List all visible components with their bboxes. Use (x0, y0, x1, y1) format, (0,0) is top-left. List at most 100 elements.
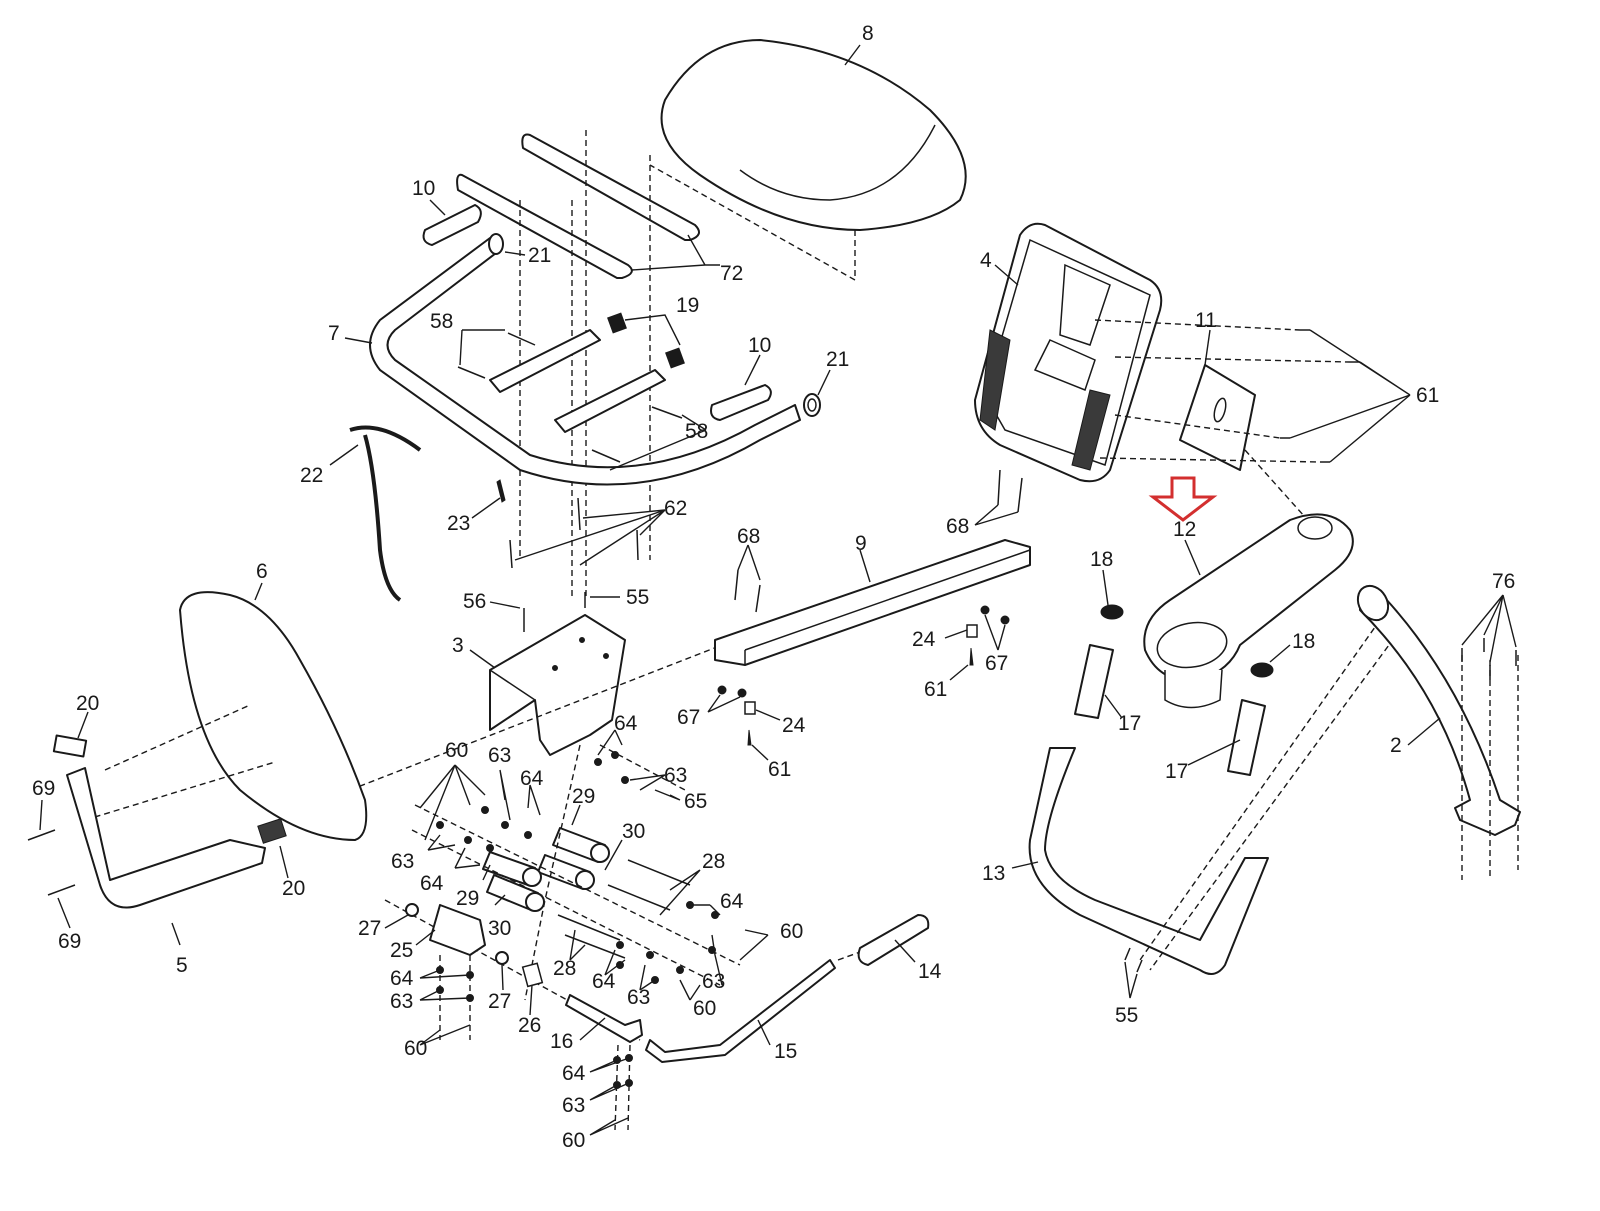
label-21a: 21 (528, 244, 551, 267)
label-5: 5 (176, 954, 188, 977)
label-68a: 68 (737, 525, 760, 548)
part-23-wire-tie (471, 479, 506, 519)
label-60a: 60 (445, 739, 468, 762)
label-18b: 18 (1292, 630, 1315, 653)
part-8-seat (649, 39, 967, 281)
label-24b: 24 (782, 714, 806, 737)
part-18-end-caps (1100, 569, 1291, 678)
part-29-30-rollers (482, 804, 623, 912)
part-55-bolts-lower (1124, 947, 1143, 999)
part-4-console (974, 222, 1163, 483)
part-58-bolts (457, 329, 707, 471)
label-13: 13 (982, 862, 1005, 885)
label-21b: 21 (826, 348, 849, 371)
part-69-bolts (27, 799, 76, 929)
label-18a: 18 (1090, 548, 1113, 571)
label-60c: 60 (693, 997, 716, 1020)
label-10a: 10 (412, 177, 435, 200)
part-14-adjustment-knob (857, 914, 930, 966)
part-7-seat-frame (344, 233, 801, 486)
part-17-grips (1074, 644, 1266, 776)
label-29b: 29 (456, 887, 479, 910)
label-63c: 63 (391, 850, 414, 873)
label-24a: 24 (912, 628, 936, 651)
part-68-bolts (734, 469, 1023, 613)
label-64a: 64 (520, 767, 544, 790)
label-68b: 68 (946, 515, 969, 538)
label-60b: 60 (780, 920, 803, 943)
label-20b: 20 (282, 877, 305, 900)
label-64e: 64 (592, 970, 616, 993)
part-11-console-bracket (1094, 319, 1351, 546)
label-28a: 28 (702, 850, 725, 873)
label-58a: 58 (430, 310, 453, 333)
label-63e: 63 (627, 986, 650, 1009)
label-76: 76 (1492, 570, 1515, 593)
label-4: 4 (980, 249, 992, 272)
label-17a: 17 (1118, 712, 1141, 735)
part-10-pulse-sensor-right (710, 354, 772, 421)
part-76-bolts (1461, 594, 1517, 680)
label-19: 19 (676, 294, 699, 317)
label-69a: 69 (32, 777, 55, 800)
label-63b: 63 (664, 764, 687, 787)
label-20a: 20 (76, 692, 99, 715)
part-20-endcaps (52, 711, 289, 879)
part-56-55-bolts (489, 592, 620, 632)
label-64b: 64 (614, 712, 638, 735)
label-30b: 30 (488, 917, 511, 940)
label-64g: 64 (562, 1062, 586, 1085)
label-15: 15 (774, 1040, 797, 1063)
label-61a: 61 (924, 678, 947, 701)
part-2-upright-frame (1356, 584, 1521, 880)
label-56: 56 (463, 590, 486, 613)
label-55b: 55 (1115, 1004, 1138, 1027)
label-67b: 67 (677, 706, 700, 729)
label-64f: 64 (390, 967, 414, 990)
part-9-seat-rail (714, 539, 1031, 666)
label-63g: 63 (562, 1094, 585, 1117)
label-14: 14 (918, 960, 942, 983)
label-60e: 60 (562, 1129, 585, 1152)
label-72: 72 (720, 262, 743, 285)
label-64d: 64 (720, 890, 744, 913)
label-8: 8 (862, 22, 874, 45)
part-12-handlebar-cover (1143, 513, 1354, 709)
label-3: 3 (452, 634, 464, 657)
label-27b: 27 (488, 990, 511, 1013)
label-7: 7 (328, 322, 340, 345)
label-27a: 27 (358, 917, 381, 940)
label-62: 62 (664, 497, 687, 520)
label-16: 16 (550, 1030, 573, 1053)
label-60d: 60 (404, 1037, 427, 1060)
label-12: 12 (1173, 518, 1196, 541)
part-24-67-61-hardware (707, 605, 1010, 761)
label-69b: 69 (58, 930, 81, 953)
part-3-seat-bracket (349, 614, 736, 791)
label-64c: 64 (420, 872, 444, 895)
label-65: 65 (684, 790, 707, 813)
part-19-square-caps (607, 312, 685, 369)
label-2: 2 (1390, 734, 1402, 757)
label-6: 6 (256, 560, 268, 583)
label-25: 25 (390, 939, 413, 962)
part-5-backrest-frame (66, 767, 266, 946)
roller-hardware-chains (384, 744, 741, 1041)
part-61-console-screws (1280, 329, 1411, 463)
part-6-backrest (84, 582, 368, 841)
label-9: 9 (855, 532, 867, 555)
label-26: 26 (518, 1014, 541, 1037)
label-63f: 63 (390, 990, 413, 1013)
label-29a: 29 (572, 785, 595, 808)
part-22-pulse-wire (329, 425, 422, 602)
part-28-axles (557, 859, 701, 961)
part-62-bolts (509, 497, 666, 569)
label-58b: 58 (685, 420, 708, 443)
part-15-adjustment-lever (645, 951, 861, 1063)
label-11: 11 (1195, 309, 1217, 332)
label-23: 23 (447, 512, 470, 535)
label-61b: 61 (768, 758, 791, 781)
label-67a: 67 (985, 652, 1008, 675)
label-22: 22 (300, 464, 323, 487)
